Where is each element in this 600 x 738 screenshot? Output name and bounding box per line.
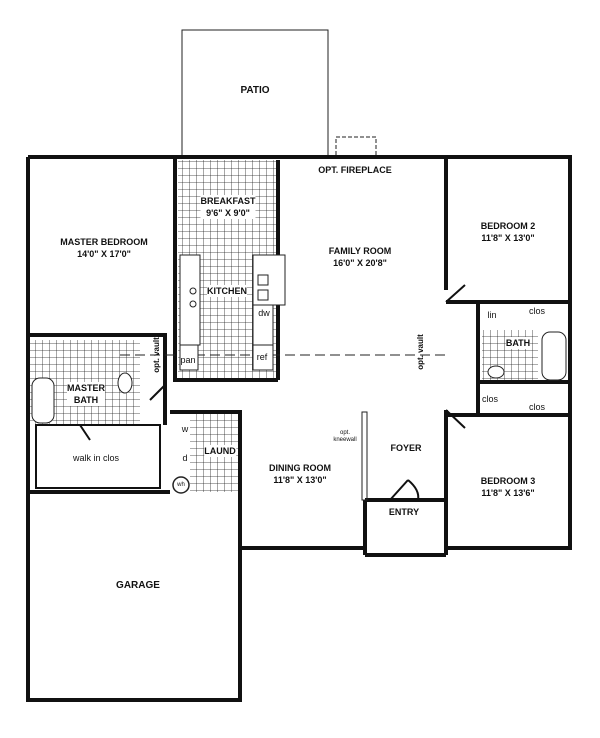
patio-label: PATIO: [240, 85, 270, 96]
bedroom2-name: BEDROOM 2: [480, 221, 536, 231]
dishwasher-label: dw: [258, 308, 270, 318]
dining-room-name: DINING ROOM: [269, 463, 331, 473]
bath-sink: [487, 365, 505, 379]
walls: [26, 155, 572, 702]
dryer-label: d: [182, 453, 188, 463]
opt-vault-label-left: opt. vault: [152, 337, 161, 373]
master-bath-label: MASTER BATH: [67, 382, 105, 406]
kitchen-counters: [179, 254, 286, 371]
washer-label: w: [181, 424, 189, 434]
entry-label: ENTRY: [388, 507, 420, 517]
kneewall: [361, 411, 368, 501]
master-sink: [117, 372, 133, 394]
opt-label: opt.: [339, 430, 351, 436]
water-heater: [172, 476, 190, 494]
master-bedroom-size: 14'0" X 17'0": [77, 249, 131, 259]
bedroom3-name: BEDROOM 3: [480, 476, 536, 486]
breakfast-name: BREAKFAST: [200, 196, 256, 206]
pantry-label: pan: [180, 355, 196, 365]
dining-room-size: 11'8" X 13'0": [273, 475, 327, 485]
master-bath-name: MASTER: [67, 383, 105, 393]
opt-vault-label-right: opt. vault: [416, 334, 425, 370]
opt-kneewall-label: opt.kneewall: [333, 430, 356, 444]
refrigerator-label: ref: [256, 352, 268, 362]
bedroom3-label: BEDROOM 3 11'8" X 13'6": [481, 475, 536, 499]
master-bedroom-name: MASTER BEDROOM: [60, 237, 148, 247]
family-room-label: FAMILY ROOM 16'0" X 20'8": [329, 245, 392, 269]
kneewall-label: kneewall: [333, 437, 357, 443]
walk-in-closet-label: walk in clos: [72, 453, 120, 463]
bath-tub: [541, 331, 567, 381]
closet-label-bed2: clos: [528, 306, 546, 316]
bedroom2-size: 11'8" X 13'0": [481, 233, 535, 243]
closet-label-bed3: clos: [528, 402, 546, 412]
bedroom3-size: 11'8" X 13'6": [481, 488, 535, 498]
breakfast-label: BREAKFAST 9'6" X 9'0": [200, 195, 256, 219]
kitchen-label: KITCHEN: [207, 285, 247, 297]
fireplace: [335, 136, 377, 158]
bath-label: BATH: [505, 337, 531, 349]
closet-label-hall: clos: [481, 394, 499, 404]
water-heater-label: wh: [177, 482, 185, 488]
foyer-label: FOYER: [390, 443, 422, 453]
bedroom2-label: BEDROOM 2 11'8" X 13'0": [481, 220, 536, 244]
dining-room-label: DINING ROOM 11'8" X 13'0": [269, 462, 331, 486]
doors: [79, 284, 466, 501]
linen-label: lin: [487, 310, 497, 320]
breakfast-size: 9'6" X 9'0": [206, 208, 250, 218]
family-room-size: 16'0" X 20'8": [333, 258, 387, 268]
garage-label: GARAGE: [116, 580, 160, 591]
master-tub: [31, 377, 55, 424]
master-bedroom-label: MASTER BEDROOM 14'0" X 17'0": [60, 236, 148, 260]
laundry-label: LAUND: [204, 445, 236, 457]
master-bath-name2: BATH: [73, 395, 99, 405]
family-room-name: FAMILY ROOM: [328, 246, 392, 256]
fireplace-label: OPT. FIREPLACE: [318, 165, 392, 175]
